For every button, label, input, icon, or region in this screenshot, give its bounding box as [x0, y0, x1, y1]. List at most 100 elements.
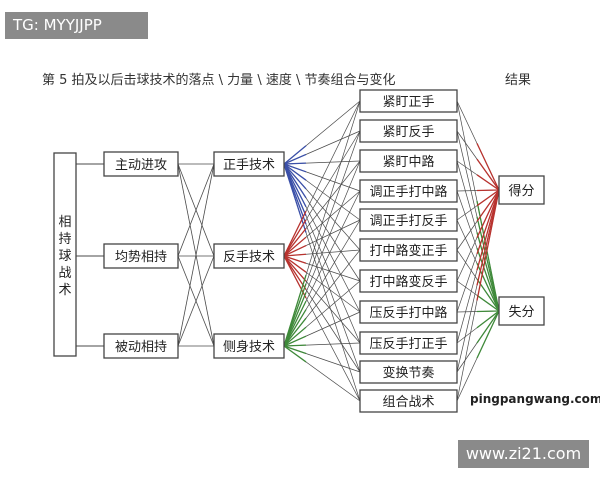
technique-accent-line	[283, 163, 307, 233]
root-glyph: 球	[58, 249, 71, 264]
technique-node: 反手技术	[213, 243, 285, 269]
variation-node-label: 打中路变反手	[369, 274, 447, 290]
technique-accent-line	[283, 153, 307, 165]
tactic-node-label: 主动进攻	[115, 158, 167, 173]
variation-node: 调正手打中路	[359, 179, 458, 203]
tactic-node-box	[103, 243, 179, 269]
variation-node-box	[359, 389, 458, 413]
technique-accent-line	[283, 345, 307, 363]
technique-accent-line	[283, 300, 307, 347]
variation-node-box	[359, 119, 458, 143]
technique-node-box	[213, 243, 285, 269]
variation-node: 打中路变反手	[359, 269, 458, 293]
result-accent-line	[476, 189, 500, 222]
result-node-label: 失分	[508, 305, 534, 320]
variation-node-box	[359, 269, 458, 293]
variation-node: 紧盯中路	[359, 149, 458, 173]
technique-accent-line	[283, 255, 307, 273]
technique-accent-line	[283, 162, 307, 165]
technique-accent-line	[283, 163, 307, 199]
tactic-technique-line	[177, 163, 215, 257]
root-glyph: 持	[58, 232, 71, 247]
technique-accent-line	[283, 163, 307, 190]
variation-node: 紧盯正手	[359, 89, 458, 113]
result-accent-line	[476, 189, 500, 301]
variation-node-box	[359, 360, 458, 384]
variation-node-box	[359, 149, 458, 173]
technique-node: 侧身技术	[213, 333, 285, 359]
variation-node: 打中路变正手	[359, 238, 458, 262]
technique-node-box	[213, 333, 285, 359]
variation-node: 调正手打反手	[359, 208, 458, 232]
tactic-node-label: 被动相持	[115, 340, 167, 355]
technique-accent-line	[283, 255, 307, 282]
watermark-site: www.zi21.com	[458, 440, 589, 468]
technique-accent-line	[283, 309, 307, 347]
technique-accent-line	[283, 236, 307, 257]
variation-node: 组合战术	[359, 389, 458, 413]
result-header: 结果	[505, 73, 531, 88]
result-node: 失分	[498, 296, 545, 326]
variation-node-label: 压反手打正手	[369, 337, 447, 352]
technique-accent-line	[283, 344, 307, 347]
technique-accent-line	[283, 326, 307, 347]
technique-accent-line	[283, 244, 307, 257]
technique-node-box	[213, 151, 285, 177]
variation-node-label: 组合战术	[382, 395, 434, 410]
root-glyph: 战	[58, 266, 71, 281]
tactic-node-box	[103, 333, 179, 359]
tactic-technique-line	[177, 255, 215, 347]
variation-node-label: 打中路变正手	[369, 243, 447, 259]
technique-accent-line	[283, 253, 307, 257]
tactic-node-box	[103, 151, 179, 177]
variation-node-box	[359, 208, 458, 232]
result-accent-line	[476, 232, 500, 312]
result-node-label: 得分	[508, 183, 534, 199]
diagram-title: 第 5 拍及以后击球技术的落点 \ 力量 \ 速度 \ 节奏组合与变化	[42, 72, 395, 88]
result-accent-line	[476, 189, 500, 207]
tactic-node: 均势相持	[103, 243, 179, 269]
variation-node: 压反手打中路	[359, 300, 458, 324]
variation-node-label: 紧盯中路	[382, 154, 434, 170]
technique-node-label: 正手技术	[223, 158, 275, 173]
variation-node: 变换节奏	[359, 360, 458, 384]
result-accent-line	[476, 310, 500, 359]
technique-accent-line	[283, 255, 307, 299]
technique-node-label: 侧身技术	[223, 339, 275, 355]
variation-node: 紧盯反手	[359, 119, 458, 143]
tactic-node: 被动相持	[103, 333, 179, 359]
technique-accent-line	[283, 255, 307, 264]
technique-accent-line	[283, 145, 307, 165]
variation-node-box	[359, 300, 458, 324]
technique-accent-line	[283, 228, 307, 257]
result-node-box	[498, 175, 545, 205]
variation-node-label: 紧盯正手	[382, 95, 434, 110]
variation-node-box	[359, 89, 458, 113]
result-accent-line	[476, 310, 500, 313]
variation-node-label: 紧盯反手	[382, 125, 434, 140]
technique-node: 正手技术	[213, 151, 285, 177]
technique-accent-line	[283, 345, 307, 355]
technique-accent-line	[283, 335, 307, 347]
result-accent-line	[476, 216, 500, 312]
connector-lines	[76, 100, 500, 402]
credit-text: pingpangwang.com	[470, 392, 600, 406]
root-glyph: 相	[58, 215, 71, 230]
variation-node-box	[359, 238, 458, 262]
result-node: 得分	[498, 175, 545, 205]
variation-node-label: 调正手打中路	[369, 184, 447, 200]
result-accent-line	[476, 189, 500, 238]
root-glyph: 术	[58, 283, 71, 298]
root-label: 相持球战术	[58, 215, 71, 298]
technique-accent-line	[283, 317, 307, 347]
result-accent-line	[476, 189, 500, 255]
result-accent-line	[476, 143, 500, 191]
result-accent-line	[476, 294, 500, 312]
variation-node: 压反手打正手	[359, 331, 458, 355]
root-node: 相持球战术	[53, 152, 77, 357]
result-accent-line	[476, 174, 500, 191]
technique-accent-line	[283, 163, 307, 173]
variation-node-label: 调正手打反手	[369, 214, 447, 229]
